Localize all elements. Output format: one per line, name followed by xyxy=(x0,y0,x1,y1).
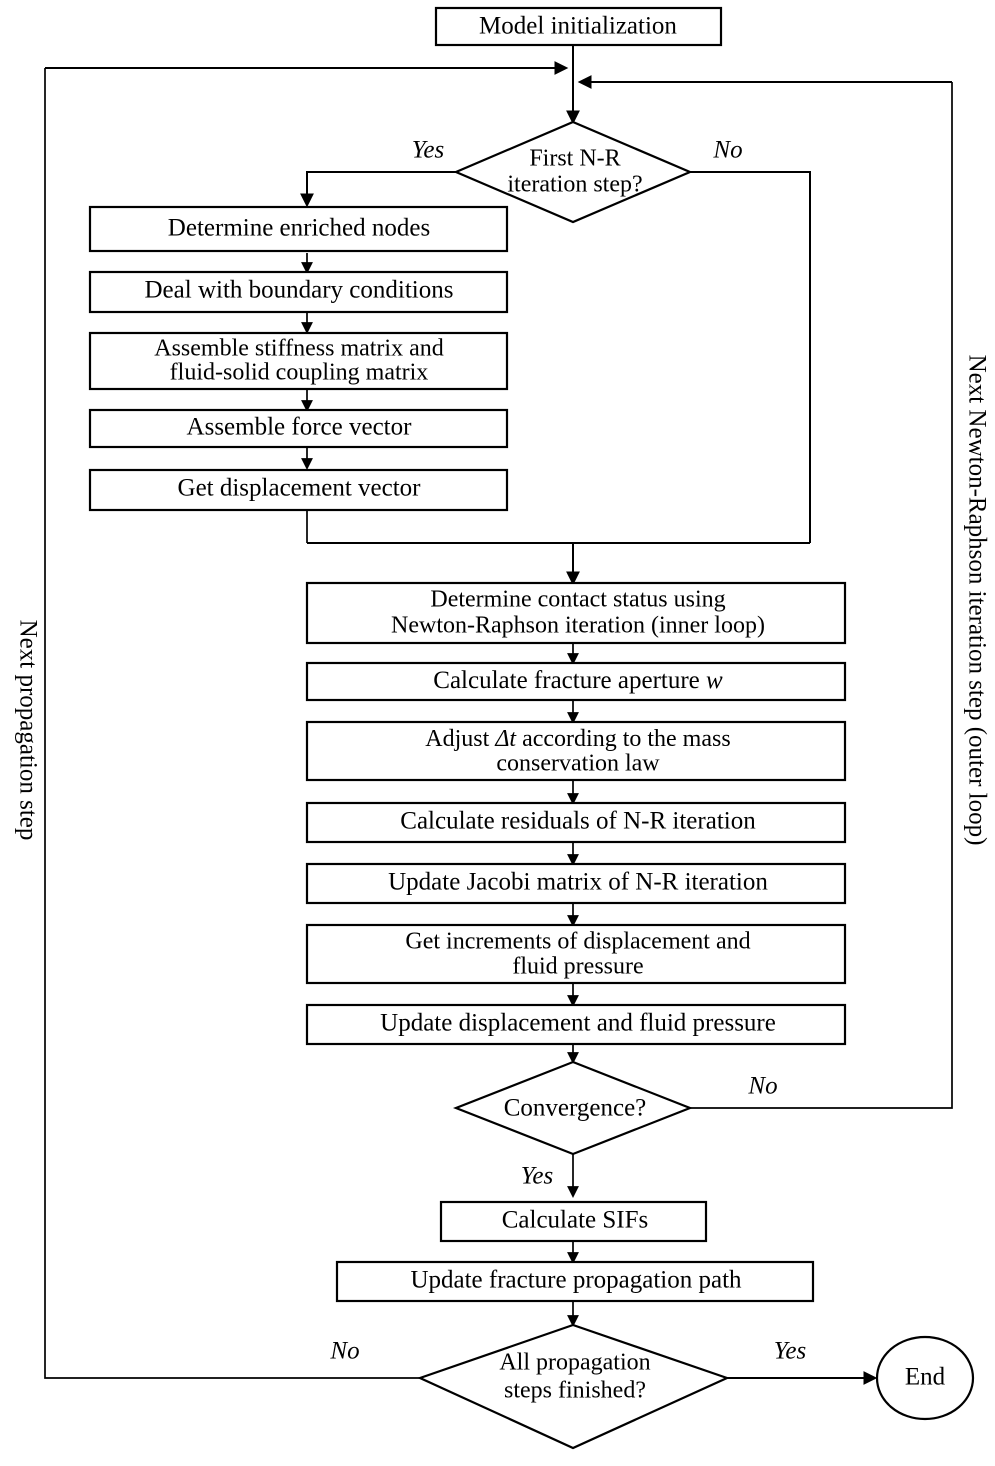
node-fracture-aperture[interactable]: Calculate fracture aperture w xyxy=(305,661,847,702)
node-first-nr-decision-label-line2: iteration step? xyxy=(507,172,642,198)
node-update-propagation-path[interactable]: Update fracture propagation path xyxy=(335,1260,815,1303)
node-model-initialization[interactable]: Model initialization xyxy=(434,6,723,47)
node-boundary-conditions[interactable]: Deal with boundary conditions xyxy=(88,270,509,314)
side-label-left-propagation: Next propagation step xyxy=(14,620,41,841)
edge-first-nr-no xyxy=(690,171,811,543)
node-adjust-dt-label-post: according to the mass xyxy=(516,726,731,752)
edge-first-nr-yes xyxy=(300,171,456,208)
node-get-increments[interactable]: Get increments of displacement and fluid… xyxy=(305,923,847,985)
node-update-jacobi-label: Update Jacobi matrix of N-R iteration xyxy=(388,869,768,896)
node-assemble-stiffness[interactable]: Assemble stiffness matrix and fluid-soli… xyxy=(88,331,509,391)
node-fracture-aperture-label-var: w xyxy=(706,667,723,694)
node-get-displacement-vector[interactable]: Get displacement vector xyxy=(88,468,509,512)
edge-merge-to-contact-status xyxy=(307,542,810,586)
edge-label-first-nr-yes: Yes xyxy=(412,137,444,164)
node-contact-status-label-line2: Newton-Raphson iteration (inner loop) xyxy=(391,613,765,639)
node-get-displacement-vector-label: Get displacement vector xyxy=(178,475,422,502)
node-first-nr-decision[interactable]: First N-R iteration step? xyxy=(453,120,693,224)
node-model-initialization-label: Model initialization xyxy=(479,13,677,40)
node-calculate-sifs-label: Calculate SIFs xyxy=(502,1207,649,1234)
node-end[interactable]: End xyxy=(875,1335,975,1421)
edge-label-all-steps-no: No xyxy=(329,1338,359,1365)
node-assemble-stiffness-label-line2: fluid-solid coupling matrix xyxy=(170,360,429,386)
edge-all-steps-no xyxy=(44,68,420,1379)
node-convergence-decision[interactable]: Convergence? xyxy=(452,1060,694,1156)
node-adjust-dt-label-line1: Adjust Δt according to the mass xyxy=(425,726,730,752)
edge-label-all-steps-yes: Yes xyxy=(774,1338,806,1365)
side-label-left-propagation-text: Next propagation step xyxy=(14,620,41,841)
node-update-propagation-path-label: Update fracture propagation path xyxy=(410,1267,742,1294)
node-all-steps-decision-label-line1: All propagation xyxy=(499,1350,650,1376)
node-all-steps-decision-label-line2: steps finished? xyxy=(504,1378,646,1404)
edge-label-convergence-no: No xyxy=(747,1073,777,1100)
node-assemble-force-vector[interactable]: Assemble force vector xyxy=(88,408,509,449)
node-adjust-dt[interactable]: Adjust Δt according to the mass conserva… xyxy=(305,720,847,782)
side-label-right-newton-raphson-text: Next Newton-Raphson iteration step (oute… xyxy=(963,355,990,846)
node-all-steps-decision[interactable]: All propagation steps finished? xyxy=(417,1323,730,1450)
node-fracture-aperture-label-pre: Calculate fracture aperture xyxy=(433,667,706,694)
node-get-increments-label-line1: Get increments of displacement and xyxy=(405,929,750,955)
node-update-displacement-pressure[interactable]: Update displacement and fluid pressure xyxy=(305,1003,847,1046)
node-determine-enriched-nodes[interactable]: Determine enriched nodes xyxy=(88,205,509,253)
node-adjust-dt-label-pre: Adjust xyxy=(425,726,495,752)
node-boundary-conditions-label: Deal with boundary conditions xyxy=(145,277,454,304)
node-calculate-residuals-label: Calculate residuals of N-R iteration xyxy=(400,808,756,835)
node-adjust-dt-label-line2: conservation law xyxy=(496,751,660,777)
node-assemble-force-vector-label: Assemble force vector xyxy=(187,414,413,441)
node-contact-status-label-line1: Determine contact status using xyxy=(430,587,725,613)
node-adjust-dt-label-var: Δt xyxy=(494,726,517,752)
side-label-right-newton-raphson: Next Newton-Raphson iteration step (oute… xyxy=(963,355,990,846)
edge-label-first-nr-no: No xyxy=(712,137,742,164)
node-update-jacobi[interactable]: Update Jacobi matrix of N-R iteration xyxy=(305,862,847,905)
edge-label-convergence-yes: Yes xyxy=(521,1163,553,1190)
node-calculate-sifs[interactable]: Calculate SIFs xyxy=(439,1200,708,1243)
node-assemble-stiffness-label-line1: Assemble stiffness matrix and xyxy=(154,336,444,362)
node-first-nr-decision-label-line1: First N-R xyxy=(529,146,620,172)
node-calculate-residuals[interactable]: Calculate residuals of N-R iteration xyxy=(305,801,847,844)
node-update-displacement-pressure-label: Update displacement and fluid pressure xyxy=(380,1010,776,1037)
node-end-label: End xyxy=(905,1364,946,1391)
node-fracture-aperture-label: Calculate fracture aperture w xyxy=(433,667,723,694)
node-determine-enriched-nodes-label: Determine enriched nodes xyxy=(168,215,430,242)
node-get-increments-label-line2: fluid pressure xyxy=(512,954,643,980)
node-convergence-decision-label: Convergence? xyxy=(504,1095,647,1122)
edge-convergence-no xyxy=(690,82,953,1109)
node-contact-status[interactable]: Determine contact status using Newton-Ra… xyxy=(305,581,847,645)
